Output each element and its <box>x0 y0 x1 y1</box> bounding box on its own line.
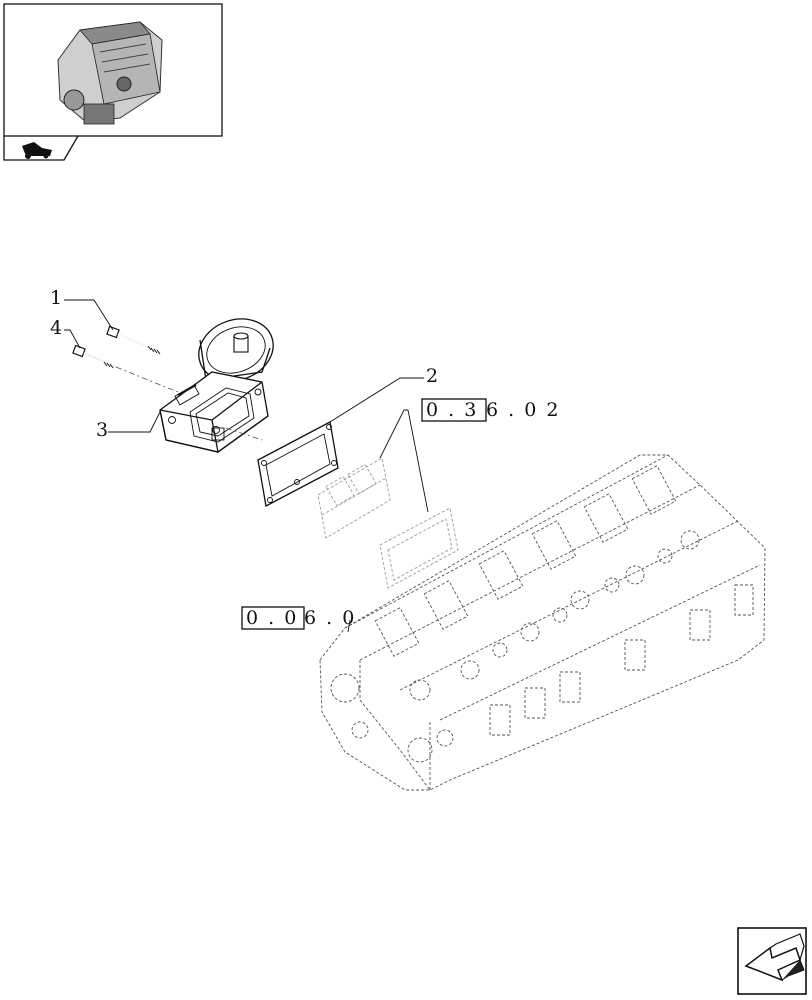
reference-cylinder-head[interactable]: 0 . 0 6 . 0 <box>241 606 356 630</box>
engine-thumbnail[interactable] <box>3 3 223 137</box>
navigation-arrow-button[interactable] <box>737 927 807 995</box>
assembly-axis-line-2 <box>225 427 263 441</box>
engine-thumbnail-icon <box>57 21 163 125</box>
assembly-axis-line <box>115 366 179 393</box>
cylinder-head[interactable] <box>319 454 766 791</box>
ghost-gasket[interactable] <box>379 507 459 589</box>
callout-2[interactable]: 2 <box>426 365 438 387</box>
callout-1[interactable]: 1 <box>50 287 62 309</box>
ref-tail-text: 6 . 0 2 <box>486 399 560 421</box>
tractor-tab[interactable] <box>3 135 79 161</box>
reference-cover-gasket[interactable]: 0 . 3 6 . 0 2 <box>421 398 560 422</box>
intake-housing-part-3[interactable] <box>159 309 282 453</box>
ref-box-text: 0 . 3 <box>426 399 478 421</box>
callout-4[interactable]: 4 <box>50 317 62 339</box>
callout-3[interactable]: 3 <box>96 419 108 441</box>
bolt-part-4[interactable] <box>72 344 117 369</box>
bolt-part-1[interactable] <box>106 325 161 355</box>
ghost-intake-flange[interactable] <box>317 457 391 539</box>
navigation-arrow-icon <box>744 933 805 982</box>
ref-tail-text: 6 . 0 <box>304 607 356 629</box>
tractor-tab-icon <box>22 142 52 159</box>
ref-box-text: 0 . 0 <box>246 607 298 629</box>
gasket-part-2[interactable] <box>257 421 339 507</box>
leader-lines <box>64 299 429 633</box>
